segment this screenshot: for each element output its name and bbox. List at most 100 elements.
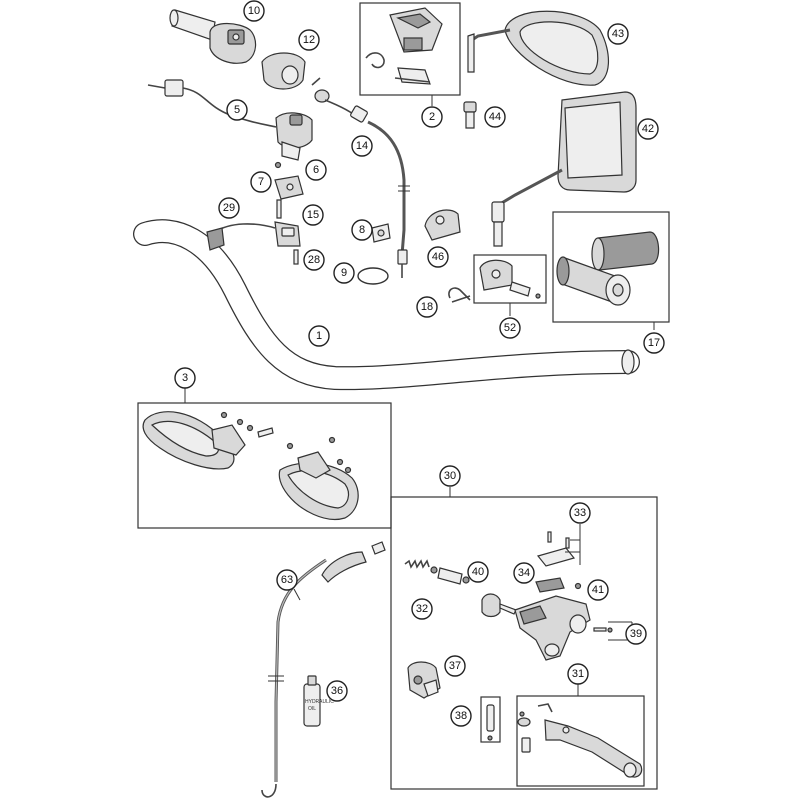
frame-assembly-2	[359, 2, 461, 96]
callout-label: 32	[416, 603, 428, 615]
leader-lines	[184, 95, 655, 696]
frame-grips-17	[552, 211, 670, 323]
callout-label: 1	[316, 330, 322, 342]
callout-label: 34	[518, 567, 530, 579]
callout-label: 52	[504, 322, 516, 334]
oil-bottle-label-2: OIL	[308, 706, 316, 712]
throttle-cover	[261, 52, 306, 90]
callout-40: 40	[467, 561, 489, 583]
callout-label: 9	[341, 267, 347, 279]
clamp-46	[424, 209, 461, 241]
callout-label: 28	[308, 254, 320, 266]
grips-17	[556, 231, 660, 306]
callout-32: 32	[411, 598, 433, 620]
master-cylinder-assembly	[404, 524, 633, 661]
callout-label: 6	[313, 164, 319, 176]
callout-41: 41	[587, 579, 609, 601]
frame-lever-31	[516, 695, 645, 787]
callout-label: 33	[574, 507, 586, 519]
mirror-right	[491, 91, 637, 247]
callout-18: 18	[416, 296, 438, 318]
callout-label: 12	[303, 34, 315, 46]
lever-guard-37	[407, 661, 441, 699]
callout-52: 52	[499, 317, 521, 339]
clamp-52	[479, 259, 541, 299]
callout-12: 12	[298, 29, 320, 51]
callout-8: 8	[351, 219, 373, 241]
pin-38	[486, 704, 495, 741]
throttle-grip	[169, 9, 257, 64]
callout-label: 44	[489, 111, 501, 123]
screw-28	[293, 249, 299, 265]
callout-label: 17	[648, 337, 660, 349]
handlebar	[133, 219, 640, 391]
callout-label: 38	[455, 710, 467, 722]
clutch-lever-31	[517, 703, 643, 778]
callout-39: 39	[625, 623, 647, 645]
callout-label: 2	[429, 111, 435, 123]
callout-28: 28	[303, 249, 325, 271]
callout-label: 46	[432, 251, 444, 263]
callout-43: 43	[607, 23, 629, 45]
callout-label: 5	[234, 104, 240, 116]
callout-label: 30	[444, 470, 456, 482]
callout-label: 15	[307, 209, 319, 221]
callout-label: 7	[258, 176, 264, 188]
callout-label: 14	[356, 140, 368, 152]
throttle-cable	[311, 77, 410, 278]
callout-30: 30	[439, 465, 461, 487]
callout-label: 37	[449, 660, 461, 672]
callout-44: 44	[484, 106, 506, 128]
callout-34: 34	[513, 562, 535, 584]
callout-63: 63	[276, 569, 298, 591]
callout-label: 36	[331, 685, 343, 697]
callout-9: 9	[333, 262, 355, 284]
oil-bottle-label-1: HYDRAULIC	[305, 699, 334, 705]
callout-label: 63	[281, 574, 293, 586]
callout-38: 38	[450, 705, 472, 727]
mirror-left	[467, 10, 610, 86]
hydraulic-line-63	[261, 541, 386, 798]
frame-pin-38	[480, 696, 501, 743]
callout-29: 29	[218, 197, 240, 219]
hydraulic-oil-bottle: HYDRAULIC OIL	[303, 675, 334, 727]
clip-8	[371, 223, 391, 243]
frame-master-cylinder-30	[390, 496, 658, 790]
bracket-7	[274, 161, 304, 219]
callout-42: 42	[637, 118, 659, 140]
callout-label: 8	[359, 224, 365, 236]
callout-5: 5	[226, 99, 248, 121]
callout-label: 18	[421, 301, 433, 313]
bolt-15	[276, 199, 282, 219]
callout-3: 3	[174, 367, 196, 389]
callout-label: 43	[612, 28, 624, 40]
callout-2: 2	[421, 106, 443, 128]
callout-15: 15	[302, 204, 324, 226]
callout-label: 41	[592, 584, 604, 596]
callout-label: 31	[572, 668, 584, 680]
callout-7: 7	[250, 171, 272, 193]
callout-36: 36	[326, 680, 348, 702]
callout-33: 33	[569, 502, 591, 524]
callout-label: 40	[472, 566, 484, 578]
kill-switch-assembly	[147, 79, 313, 161]
callout-31: 31	[567, 663, 589, 685]
callout-1: 1	[308, 325, 330, 347]
callout-14: 14	[351, 135, 373, 157]
frame-handguards-3	[137, 402, 392, 529]
o-ring-9	[357, 267, 389, 285]
callout-label: 29	[223, 202, 235, 214]
callout-label: 42	[642, 123, 654, 135]
callout-37: 37	[444, 655, 466, 677]
handguards-3	[142, 411, 359, 520]
adapter-44	[463, 101, 477, 129]
switch-29	[206, 221, 301, 265]
callout-6: 6	[305, 159, 327, 181]
callout-label: 10	[248, 5, 260, 17]
switch-cover-2	[365, 7, 443, 85]
clip-18	[448, 287, 471, 303]
callout-label: 3	[182, 372, 188, 384]
callout-46: 46	[427, 246, 449, 268]
